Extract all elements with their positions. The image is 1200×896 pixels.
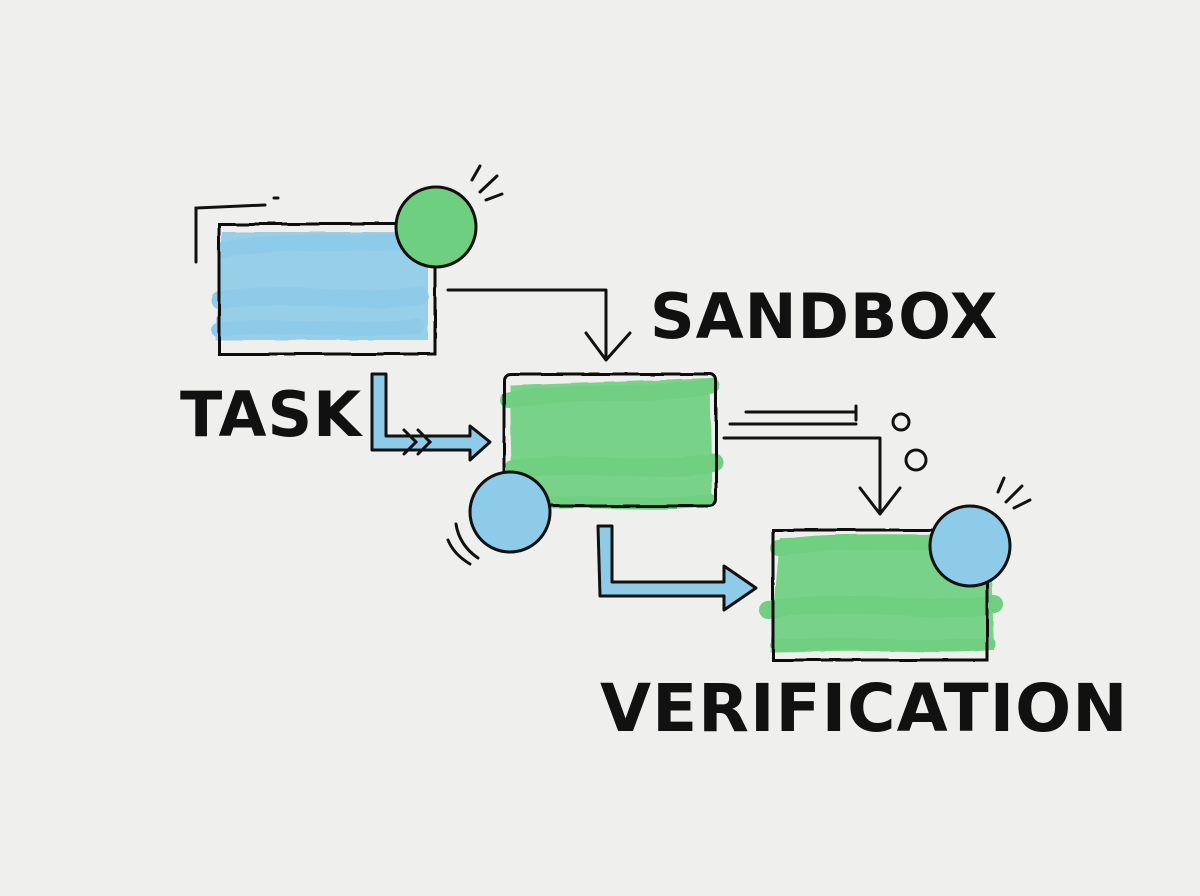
blue-arrow-task-to-sandbox [370,372,492,462]
task-fill-scribble [211,232,433,340]
sandbox-badge-motion-icon [446,522,480,566]
connector-sandbox-to-verification [722,404,928,516]
sandbox-box [502,372,718,508]
task-badge-circle [394,185,478,269]
task-label: TASK [180,378,363,451]
sandbox-fill-scribble [500,378,723,511]
task-node [194,164,504,356]
sandbox-node [446,372,723,566]
sandbox-badge-circle [468,470,552,554]
blue-arrow-sandbox-to-verification [596,524,758,612]
verification-box [771,528,989,662]
verification-badge-sparkle-icon [996,476,1032,510]
verification-node [759,476,1032,662]
sandbox-label: SANDBOX [650,280,999,353]
connector-task-to-sandbox [446,288,632,362]
task-box [217,222,437,356]
task-box-corner-bracket [194,203,267,264]
task-badge-sparkle-icon [470,164,504,202]
verification-label: VERIFICATION [600,670,1129,747]
verification-badge-circle [928,504,1012,588]
